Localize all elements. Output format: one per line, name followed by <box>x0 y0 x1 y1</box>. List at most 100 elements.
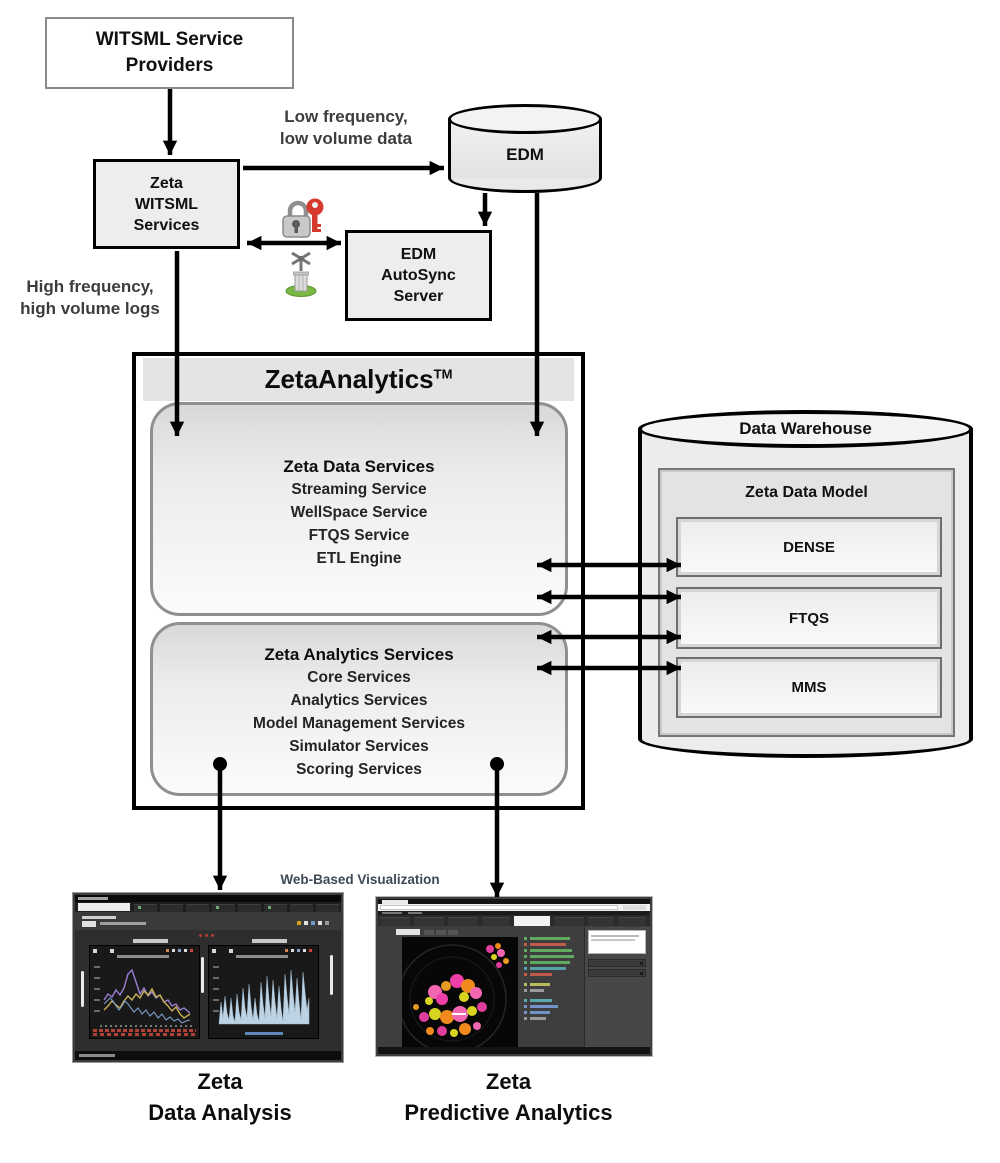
service-item: WellSpace Service <box>290 504 428 521</box>
zeta-analytics-services-title: Zeta Analytics Services <box>264 645 454 664</box>
red-dot <box>199 934 202 937</box>
panel-checkbox <box>229 949 233 953</box>
panel-checkbox <box>212 949 216 953</box>
trademark-superscript: TM <box>433 366 453 382</box>
caption-zeta-predictive-analytics: Zeta Predictive Analytics <box>404 1069 613 1125</box>
chart-title-bar <box>236 955 288 958</box>
y-tick <box>94 977 100 979</box>
red-dot <box>205 934 208 937</box>
status-bar <box>75 1051 341 1060</box>
app-tab <box>588 917 614 926</box>
statue-icon <box>285 251 317 297</box>
dropdown <box>588 969 646 977</box>
info-panel-text <box>591 935 639 937</box>
y-tick <box>94 966 100 968</box>
line-chart <box>103 968 191 1024</box>
legend-text <box>530 989 544 992</box>
store-ftqs: FTQS <box>676 587 942 649</box>
y-tick <box>213 988 219 990</box>
mini-tab <box>424 930 434 935</box>
tab <box>160 904 183 912</box>
panel-icon <box>291 949 294 952</box>
web-based-visualization-label: Web-Based Visualization <box>280 872 440 887</box>
panel-icon <box>309 949 312 952</box>
legend-text <box>530 1017 546 1020</box>
legend-text <box>530 1005 558 1008</box>
legend-row <box>524 973 527 976</box>
tab <box>238 904 261 912</box>
toolbar-icon <box>318 921 322 925</box>
toolbar <box>75 912 341 930</box>
panel-icon <box>166 949 169 952</box>
status-text <box>79 1054 115 1057</box>
panel-icon <box>172 949 175 952</box>
x-axis-labels-red <box>93 1033 196 1036</box>
tab-dot <box>268 906 271 909</box>
url-input <box>380 905 618 910</box>
scrollbar <box>330 955 333 995</box>
app-tab <box>414 917 444 926</box>
legend-text <box>530 999 552 1002</box>
mini-tab <box>436 930 446 935</box>
bubble-label-bar <box>452 1013 466 1015</box>
legend-text <box>530 937 570 940</box>
y-tick <box>94 999 100 1001</box>
scrollbar <box>81 971 84 1007</box>
panel-checkbox <box>110 949 114 953</box>
y-tick <box>213 977 219 979</box>
toolbar-badge <box>82 921 96 927</box>
window-title-text <box>78 897 108 900</box>
y-tick <box>213 999 219 1001</box>
panel-header-strip <box>133 939 168 943</box>
legend-row <box>524 943 527 946</box>
tab <box>212 904 235 912</box>
legend-row <box>524 999 527 1002</box>
panel-icon <box>184 949 187 952</box>
x-axis-label-strip <box>245 1032 283 1035</box>
legend-row <box>524 1011 527 1014</box>
legend-text <box>530 983 550 986</box>
toolbar-icon <box>304 921 308 925</box>
zeta-witsml-services-box: Zeta WITSML Services <box>93 159 240 249</box>
service-item: Streaming Service <box>291 481 427 498</box>
dropdown <box>588 959 646 967</box>
zeta-predictive-analytics-screenshot <box>375 896 653 1057</box>
legend-text <box>530 949 572 952</box>
zetaanalytics-title-band: ZetaAnalyticsTM <box>143 358 574 401</box>
mini-tab <box>448 930 458 935</box>
toolbar-text <box>100 922 146 925</box>
edm-label: EDM <box>506 145 544 164</box>
area-chart <box>218 969 310 1025</box>
tab <box>264 904 287 912</box>
edm-cylinder-top <box>448 104 602 134</box>
dropdown-arrow-icon <box>640 962 643 965</box>
service-item: Core Services <box>307 669 411 686</box>
tab-dot <box>216 906 219 909</box>
zeta-data-services-group: Zeta Data Services Streaming Service Wel… <box>150 402 568 616</box>
zeta-witsml-services-label: Zeta WITSML Services <box>133 174 200 234</box>
panel-header-strip <box>252 939 287 943</box>
app-tab <box>380 917 410 926</box>
tab <box>186 904 209 912</box>
caption-zeta-data-analysis: Zeta Data Analysis <box>148 1069 292 1125</box>
legend-row <box>524 1017 527 1020</box>
legend-row <box>524 955 527 958</box>
service-item: Scoring Services <box>296 761 422 778</box>
toolbar-icon <box>297 921 301 925</box>
chart-title-bar <box>117 955 169 958</box>
low-frequency-annotation: Low frequency, low volume data <box>279 107 413 148</box>
area-chart-panel <box>208 945 319 1039</box>
y-tick <box>213 1010 219 1012</box>
warehouse-cylinder-top: Data Warehouse <box>638 410 973 448</box>
edm-autosync-server-label: EDM AutoSync Server <box>381 246 456 305</box>
scrollbar <box>201 957 204 993</box>
legend-text <box>530 973 552 976</box>
legend-text <box>530 943 566 946</box>
zeta-data-model-title: Zeta Data Model <box>745 484 868 501</box>
store-dense: DENSE <box>676 517 942 577</box>
active-tab <box>78 903 130 911</box>
mini-tab <box>396 929 420 935</box>
panel-icon <box>285 949 288 952</box>
witsml-service-providers-label: WITSML Service Providers <box>95 29 244 76</box>
